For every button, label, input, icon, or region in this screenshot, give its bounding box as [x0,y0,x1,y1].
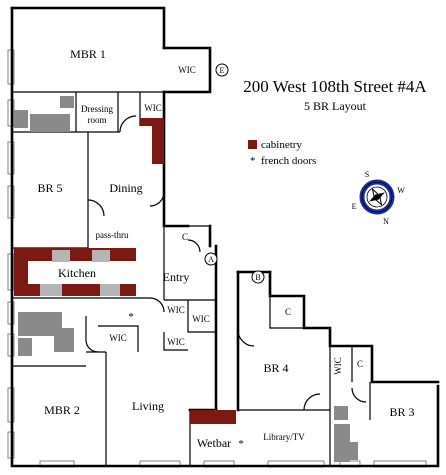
room-wic-entry-3: WIC [167,337,185,347]
room-dining: Dining [109,181,142,195]
room-wetbar: Wetbar [197,436,231,450]
cabinet [14,248,136,261]
plan-subtitle: 5 BR Layout [304,99,367,113]
door-swing [187,239,201,253]
door-swing [87,199,105,217]
room-br5: BR 5 [37,181,62,195]
toilet [334,406,348,420]
section-markers: E A B [204,63,265,284]
room-living: Living [132,399,164,413]
room-pass-thru: pass-thru [96,230,129,240]
room-library: Library/TV [263,432,305,442]
room-wic-entry-1: WIC [167,305,185,315]
appliance [92,250,110,262]
marker-e: E [220,66,225,75]
bathtub [30,114,70,132]
french-door-marks: * * [128,311,244,450]
room-closet-br3: C [357,359,363,369]
sink [60,96,74,108]
doors [85,115,367,411]
room-entry: Entry [163,270,190,284]
room-br3: BR 3 [389,405,414,419]
legend-french-doors-label: french doors [261,155,316,167]
room-wic-mbr1: WIC [144,103,162,113]
compass-w: W [397,186,405,195]
compass-n: N [383,217,389,226]
room-dressing-line1: Dressing [81,104,113,114]
sink [18,338,32,356]
room-kitchen: Kitchen [58,266,96,280]
room-wic-br3: WIC [333,357,343,375]
compass-e: E [352,202,357,211]
room-wic-entry-2: WIC [192,314,210,324]
room-closet-br4: C [285,307,291,317]
cabinet [14,248,28,296]
door-swing [149,191,165,207]
room-mbr1: MBR 1 [70,47,106,61]
bathtub [334,424,350,462]
legend: cabinetry * french doors [248,139,316,167]
compass-icon: S W E N [352,170,406,226]
appliance [52,250,70,262]
toilet [54,328,74,352]
room-br4: BR 4 [263,361,288,375]
door-swing [303,393,321,411]
toilet [14,110,28,128]
door-swing [149,297,165,313]
french-door-mark: * [238,438,244,450]
marker-b: B [255,273,260,282]
room-closet-entry: C [182,232,188,242]
room-wic-top: WIC [178,65,196,75]
marker-a: A [208,255,214,264]
room-labels: MBR 1 WIC Dressing room WIC BR 5 Dining … [37,47,414,450]
legend-cabinetry-label: cabinetry [261,139,302,151]
appliance [100,284,120,296]
compass-s: S [365,170,369,179]
door-swing [351,387,367,403]
marker-b-circle [251,270,265,284]
cabinet [152,118,164,164]
plan-title: 200 West 108th Street #4A [243,77,427,96]
appliance [40,284,62,296]
cabinet [190,410,236,424]
legend-french-doors-symbol: * [250,155,256,167]
room-mbr2: MBR 2 [44,403,80,417]
legend-cabinetry-swatch [248,140,257,149]
shower [348,442,358,460]
room-wic-hall: WIC [109,333,127,343]
marker-e-circle [215,63,229,77]
french-door-mark: * [128,311,134,323]
door-swing [237,329,255,347]
door-swing [119,115,137,133]
fixtures [14,96,358,462]
room-dressing-line2: room [88,115,107,125]
marker-a-circle [204,252,218,266]
exterior-walls [10,6,440,468]
cabinetry [14,118,236,424]
door-swing [85,339,99,353]
